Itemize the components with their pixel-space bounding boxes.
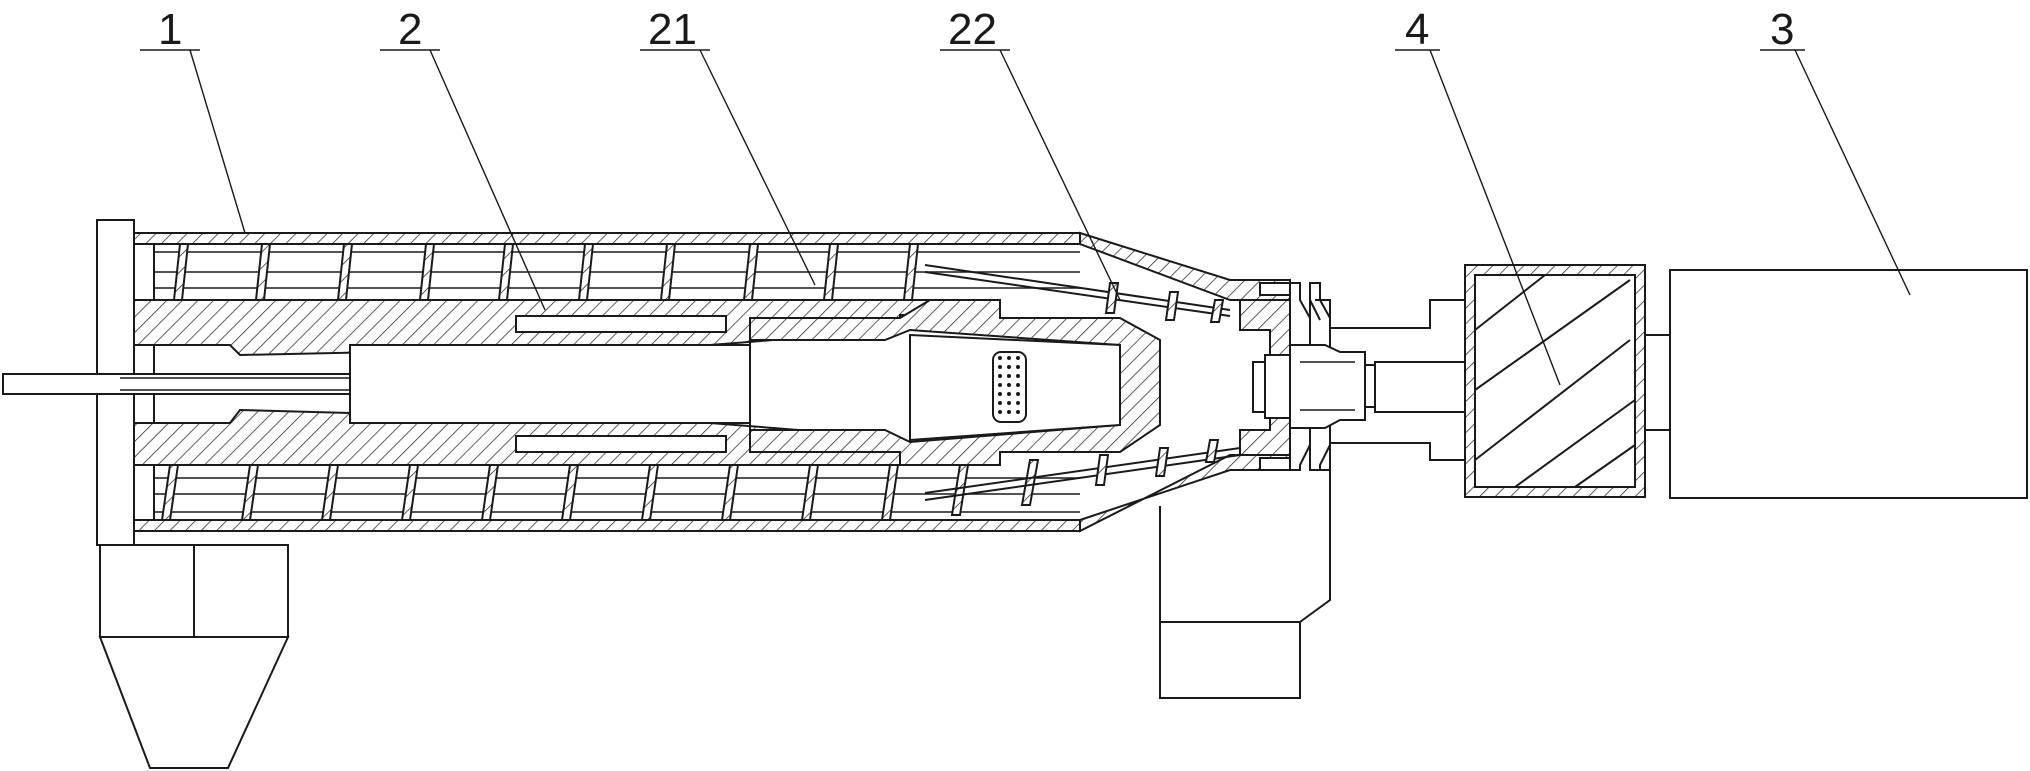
label-2: 2 (398, 5, 422, 54)
leader-lines (140, 49, 1911, 386)
gearbox (1464, 264, 1671, 498)
label-21: 21 (648, 5, 697, 54)
part-labels: 1 2 21 22 4 3 (158, 5, 1794, 54)
label-3: 3 (1770, 5, 1794, 54)
perforation-dots (998, 356, 1020, 414)
screw-flights-top (154, 243, 1231, 323)
screw-conveyor-hub (133, 299, 1161, 466)
right-bearing-housing (1252, 282, 1376, 471)
feed-pipe (2, 373, 354, 395)
right-discharge-hopper (1159, 445, 1331, 699)
label-1: 1 (158, 5, 182, 54)
motor (1669, 269, 2028, 499)
left-discharge-hopper (98, 544, 290, 769)
label-4: 4 (1405, 5, 1429, 54)
label-22: 22 (948, 5, 997, 54)
drive-shaft (1315, 299, 1470, 471)
screw-flights-bottom (154, 439, 1241, 521)
